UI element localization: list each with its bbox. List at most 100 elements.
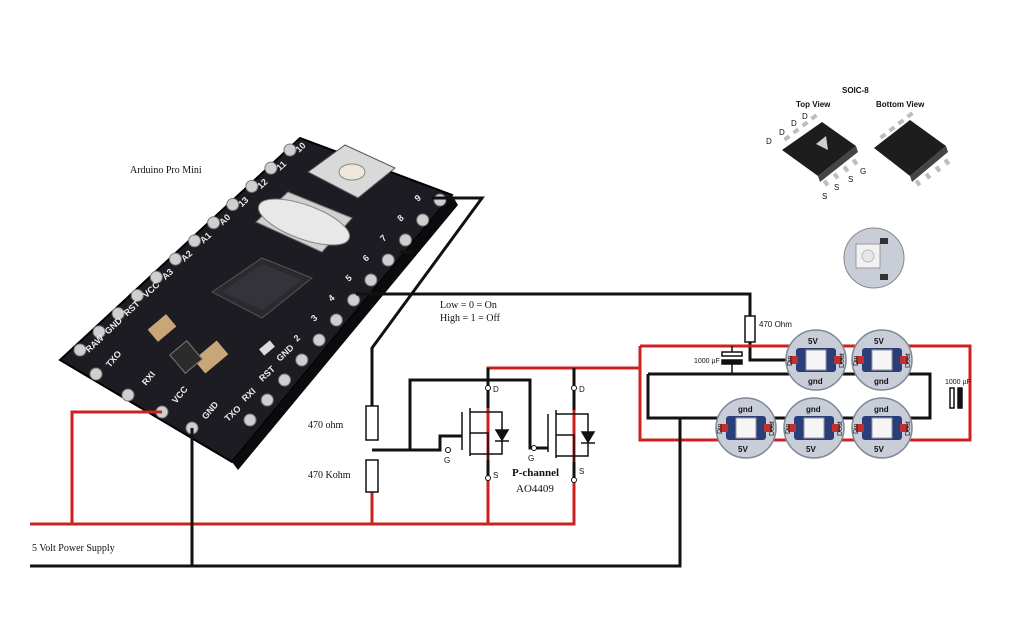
mosfet-1-source-pin (485, 475, 491, 481)
led-pin-top-label: 5V (874, 337, 884, 346)
mosfet-1-s-label: S (493, 471, 498, 480)
capacitor-left-label: 1000 µF (694, 358, 720, 365)
pin-label-bottom: 8 (395, 213, 405, 224)
led-pin-top-label: gnd (874, 405, 889, 414)
wire-5v-right (488, 368, 576, 526)
mosfet-type-label: P-channel (512, 467, 559, 479)
pin-pad-rxi (121, 388, 135, 402)
led-pin-top-label: 5V (808, 337, 818, 346)
regulator-icon (147, 314, 275, 374)
led-pin-bottom-label: gnd (808, 377, 823, 386)
label-470-ohm: 470 ohm (308, 420, 344, 431)
led-dout-label: Dout (839, 353, 846, 368)
wire-gnd-supply (30, 418, 682, 568)
pin-label-top: 10 (294, 140, 308, 154)
led-din-label: Din (853, 423, 860, 434)
led-pin-bottom-label: gnd (874, 377, 889, 386)
pin-pad-top (92, 325, 106, 339)
wire-pin4-data (356, 292, 752, 318)
pin-label-top: 12 (255, 177, 269, 191)
led-pin-bottom-label: 5V (738, 445, 748, 454)
led-din-label: Din (785, 423, 792, 434)
wire-gate1 (372, 434, 462, 452)
soic8-bottom-view-icon (874, 111, 951, 187)
pin-label-bottom: 9 (413, 193, 423, 204)
soic8-package: SOIC-8 Top View Bottom View D D D D S S … (766, 86, 951, 201)
pin-pad-bottom (381, 253, 395, 267)
led-pin-bottom-label: 5V (806, 445, 816, 454)
mosfet-2-g-label: G (528, 454, 534, 463)
soic8-pin-g: G (860, 167, 866, 176)
mosfet-2-source-pin (571, 477, 577, 483)
supply-label: 5 Volt Power Supply (32, 543, 115, 554)
mosfet-1-drain-pin (485, 385, 491, 391)
pin-pad-top (168, 252, 182, 266)
pin-pad-bottom (398, 233, 412, 247)
soic8-title: SOIC-8 (842, 86, 869, 95)
pin-pad-top (149, 270, 163, 284)
pin-pad-top (264, 161, 278, 175)
pin-pad-bottom (433, 193, 447, 207)
mosfet-2-drain-pin (571, 385, 577, 391)
pin-pad-txo (89, 367, 103, 381)
capacitor-right-label: 1000 µF (945, 379, 971, 386)
board-title: Arduino Pro Mini (130, 165, 202, 176)
mosfet-2 (547, 410, 596, 462)
soic8-top-view-icon (782, 113, 859, 187)
wire-vcc (70, 410, 162, 524)
soic8-pin-s1: S (822, 192, 827, 201)
mosfet-2-d-label: D (579, 385, 585, 394)
pin-label-bottom: 2 (292, 333, 302, 344)
pin-pad-bottom (295, 353, 309, 367)
pin-pad-bottom (243, 413, 257, 427)
soic8-top-view-label: Top View (796, 100, 831, 109)
pin-pad-bottom (364, 273, 378, 287)
pin-pad-top (188, 234, 202, 248)
led-dout-label: Dout (769, 421, 776, 436)
label-470-ohm-data: 470 Ohm (759, 320, 792, 329)
pin-label-bottom: 5 (343, 273, 353, 284)
mosfet-1-gate-pin (445, 447, 451, 453)
pin-pad-bottom (312, 333, 326, 347)
microcontroller-chip-icon (211, 257, 313, 319)
pin-label-bottom: 6 (361, 253, 371, 264)
mosfet-1-d-label: D (493, 385, 499, 394)
led-pin-bottom-label: 5V (874, 445, 884, 454)
mosfet-1-g-label: G (444, 456, 450, 465)
pin-pad-top (130, 288, 144, 302)
soic8-pin-d2: D (779, 128, 785, 137)
led-pin-top-label: gnd (806, 405, 821, 414)
crystal-icon (255, 191, 353, 253)
pin-pad-bottom (278, 373, 292, 387)
soic8-pin-d1: D (766, 137, 772, 146)
pin-pad-top (283, 143, 297, 157)
wire-gate-link (408, 378, 548, 450)
mosfet-1 (461, 408, 510, 460)
logic-high-label: High = 1 = Off (440, 313, 501, 324)
logic-low-label: Low = 0 = On (440, 300, 497, 311)
capacitor-left-icon (721, 346, 743, 374)
soic8-pin-d4: D (802, 112, 808, 121)
reset-button-icon (307, 144, 396, 199)
pin-pad-top (111, 307, 125, 321)
led-pin-top-label: gnd (738, 405, 753, 414)
pin-label-bottom: 3 (309, 313, 319, 324)
pin-label-bottom: 7 (378, 233, 388, 244)
soic8-pin-s3: S (848, 175, 853, 184)
capacitor-right-icon (949, 387, 963, 409)
wire-data-in (748, 342, 790, 362)
pin-label-bottom: 4 (326, 293, 336, 304)
pin-pad-bottom (347, 293, 361, 307)
resistor-470-ohm-data (744, 315, 756, 343)
soic8-pin-d3: D (791, 119, 797, 128)
led-module-photo-icon (843, 227, 905, 289)
pin-pad-top (226, 198, 240, 212)
